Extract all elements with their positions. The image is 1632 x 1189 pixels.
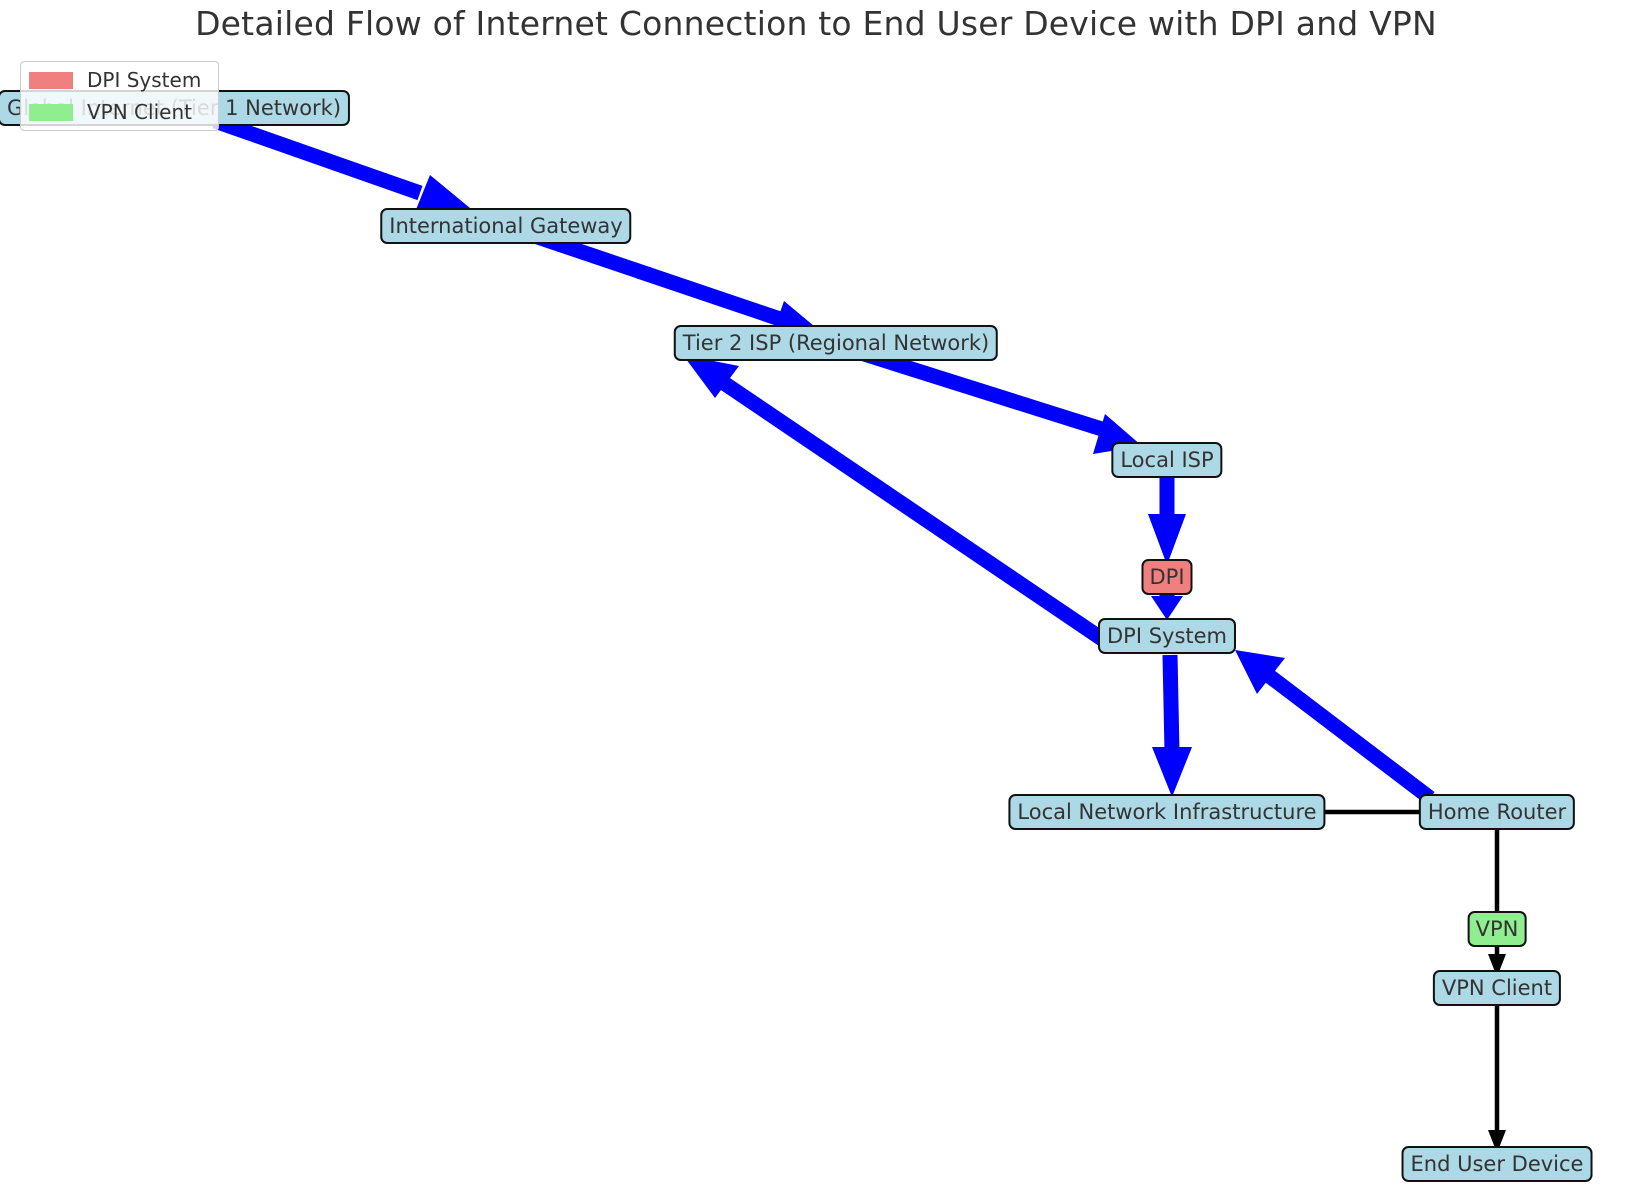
arrowhead <box>1488 1130 1506 1153</box>
node-home-router: Home Router <box>1418 794 1576 830</box>
arrowhead <box>413 175 476 217</box>
arrowhead <box>683 355 739 398</box>
legend: DPI System VPN Client <box>20 61 219 131</box>
legend-item-vpn: VPN Client <box>29 98 192 126</box>
node-tier2-isp: Tier 2 ISP (Regional Network) <box>673 325 999 361</box>
legend-swatch-vpn <box>29 103 73 121</box>
edge-router-to-dpi <box>1263 669 1435 804</box>
vpn-tag: VPN <box>1467 911 1527 947</box>
dpi-tag: DPI <box>1141 559 1193 595</box>
legend-label: VPN Client <box>87 100 192 124</box>
arrowhead <box>1152 747 1192 797</box>
arrowhead <box>1151 596 1183 620</box>
node-dpi-system: DPI System <box>1097 618 1237 654</box>
node-vpn-client: VPN Client <box>1432 970 1562 1006</box>
arrowhead <box>1488 954 1506 977</box>
edge-gateway-to-tier2 <box>517 223 783 327</box>
edge-dpi-to-localnet <box>1162 654 1180 753</box>
edge-dpi-to-tier2 <box>713 372 1110 648</box>
node-local-isp: Local ISP <box>1111 442 1223 478</box>
legend-swatch-dpi <box>29 71 73 89</box>
arrowhead <box>1235 650 1285 694</box>
legend-item-dpi: DPI System <box>29 66 201 94</box>
node-local-network: Local Network Infrastructure <box>1008 794 1326 830</box>
node-international-gateway: International Gateway <box>380 208 632 244</box>
arrowhead <box>1148 514 1186 565</box>
legend-label: DPI System <box>87 68 202 92</box>
diagram-title: Detailed Flow of Internet Connection to … <box>195 4 1437 43</box>
edge-global-to-gateway <box>212 113 423 201</box>
node-end-user-device: End User Device <box>1401 1146 1593 1182</box>
edge-tier2-to-localisp <box>842 340 1108 438</box>
